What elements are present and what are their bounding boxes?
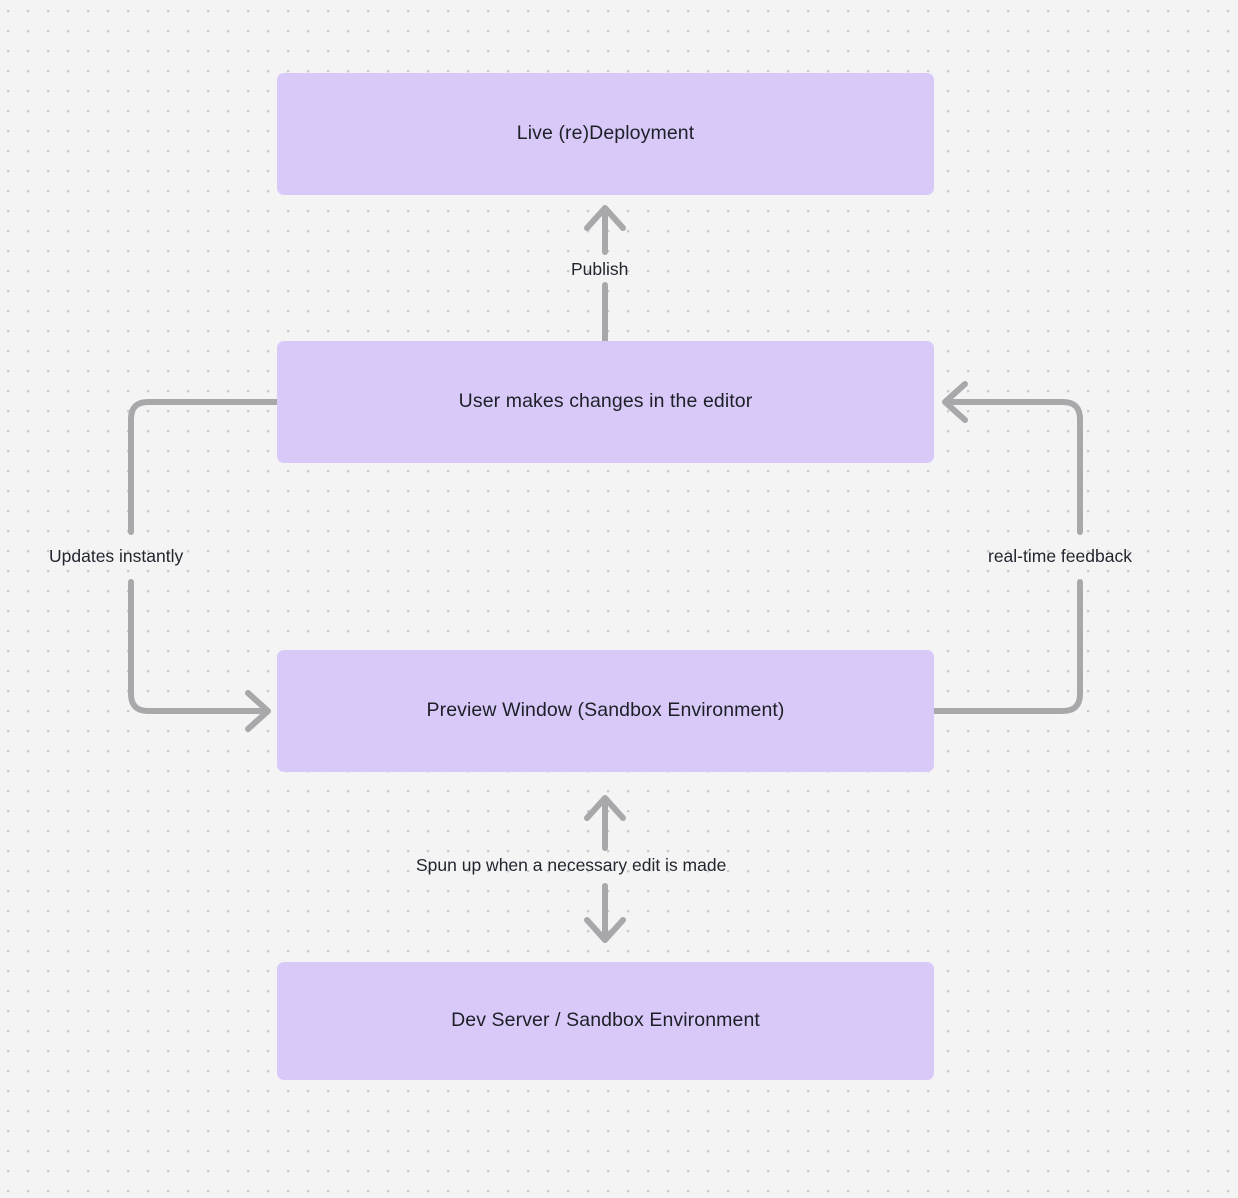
node-user-edits-label: User makes changes in the editor <box>458 390 753 413</box>
node-live-deployment-label: Live (re)Deployment <box>516 122 695 145</box>
node-preview-window[interactable]: Preview Window (Sandbox Environment) <box>277 650 934 772</box>
node-live-deployment[interactable]: Live (re)Deployment <box>277 73 934 195</box>
node-dev-server-label: Dev Server / Sandbox Environment <box>451 1009 760 1032</box>
node-dev-server[interactable]: Dev Server / Sandbox Environment <box>277 962 934 1080</box>
edge-label-updates-instantly: Updates instantly <box>49 546 184 566</box>
node-preview-window-label: Preview Window (Sandbox Environment) <box>426 699 785 722</box>
node-user-edits[interactable]: User makes changes in the editor <box>277 341 934 463</box>
edge-label-spun-up: Spun up when a necessary edit is made <box>416 855 727 875</box>
edge-label-real-time-feedback: real-time feedback <box>988 546 1132 566</box>
edge-label-publish: Publish <box>571 259 629 279</box>
